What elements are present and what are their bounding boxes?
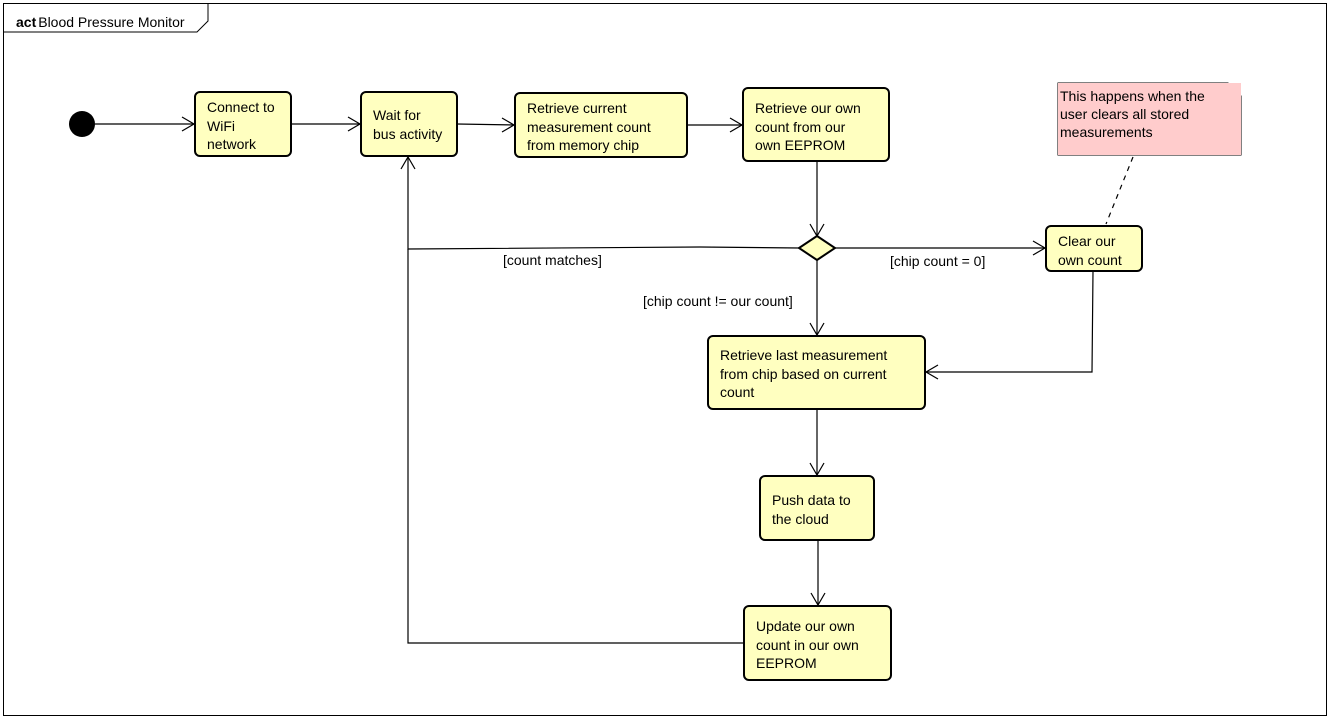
note-line: user clears all stored — [1060, 106, 1190, 122]
action-line: count in our own — [756, 636, 859, 653]
arrowhead — [924, 364, 939, 380]
action-line: network — [207, 136, 257, 152]
action-line: the cloud — [772, 510, 829, 527]
action-retrieve-chip-count: Retrieve current measurement count from … — [514, 92, 688, 158]
action-retrieve-own-count: Retrieve our own count from our own EEPR… — [742, 87, 890, 162]
action-line: Retrieve current — [527, 100, 627, 116]
guard-chip-count-zero: [chip count = 0] — [890, 253, 986, 269]
action-line: from memory chip — [527, 137, 640, 153]
action-update-own-count: Update our own count in our own EEPROM — [743, 605, 892, 681]
frame-tab — [4, 4, 209, 33]
action-line: measurement count — [527, 118, 651, 135]
action-line: from chip based on current — [720, 365, 887, 382]
frame-name: Blood Pressure Monitor — [38, 14, 185, 30]
action-line: Wait for — [373, 107, 421, 123]
action-line: EEPROM — [756, 655, 817, 671]
frame-keyword: act — [16, 14, 37, 30]
note-anchor-line — [1105, 156, 1134, 225]
decision-node — [797, 234, 837, 262]
edge-clear-last — [926, 270, 1094, 373]
action-connect-wifi: Connect to WiFi network — [194, 91, 292, 157]
action-line: Clear our — [1058, 233, 1116, 249]
note-line: measurements — [1060, 124, 1153, 140]
action-line: own EEPROM — [755, 137, 846, 153]
action-line: Push data to — [772, 492, 851, 508]
action-push-cloud: Push data to the cloud — [759, 475, 875, 541]
action-line: own count — [1058, 251, 1122, 268]
comment-note: This happens when the user clears all st… — [1058, 83, 1241, 155]
edge-wait-retrieve — [456, 123, 515, 126]
action-line: Update our own — [756, 618, 855, 634]
initial-node — [69, 111, 95, 137]
edge-count-matches — [407, 157, 800, 250]
edge-update-loop — [407, 249, 743, 644]
action-line: Connect to — [207, 99, 275, 115]
action-line: WiFi — [207, 117, 235, 134]
action-line: count from our — [755, 118, 846, 135]
action-retrieve-last-measurement: Retrieve last measurement from chip base… — [707, 335, 926, 410]
arrowhead — [400, 155, 416, 170]
action-line: Retrieve last measurement — [720, 347, 888, 363]
action-line: bus activity — [373, 125, 443, 142]
action-line: count — [720, 384, 755, 400]
action-clear-count: Clear our own count — [1045, 225, 1143, 272]
guard-count-mismatch: [chip count != our count] — [643, 293, 793, 309]
note-line: This happens when the — [1060, 88, 1205, 104]
guard-count-matches: [count matches] — [503, 252, 602, 268]
action-wait-bus: Wait for bus activity — [360, 91, 458, 157]
action-line: Retrieve our own — [755, 100, 861, 116]
